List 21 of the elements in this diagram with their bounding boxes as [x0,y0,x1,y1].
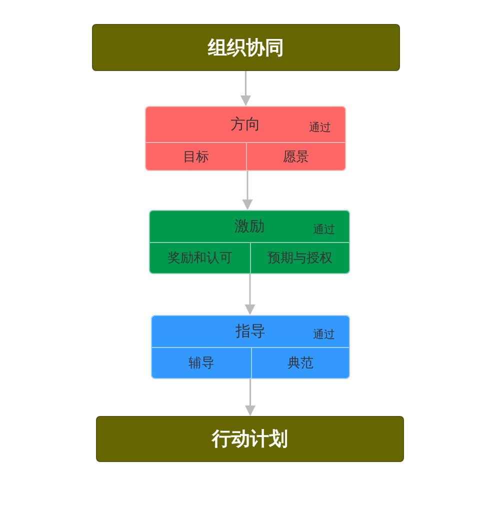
process-box: 行动计划 [96,416,404,462]
arrow [244,274,256,316]
group-box [149,210,350,274]
grid-cell: 典范 [250,347,349,378]
arrow [245,379,256,416]
process-box: 组织协同 [92,24,400,71]
grid-cell: 愿景 [246,142,345,170]
group-box [145,106,346,171]
grid-cell: 辅导 [152,347,250,378]
arrow [242,171,253,210]
grid-cell: 预期与授权 [250,242,349,273]
box-title: 指导 [236,322,266,340]
note-text: 通过 [313,222,335,236]
grid-cell: 奖励和认可 [150,242,250,273]
box-title: 方向 [230,114,260,134]
arrow [240,71,251,106]
note-text: 通过 [313,326,335,342]
box-title: 激励 [234,216,264,236]
grid-cell: 目标 [146,142,246,170]
note-text: 通过 [309,120,331,134]
group-box [151,315,350,379]
